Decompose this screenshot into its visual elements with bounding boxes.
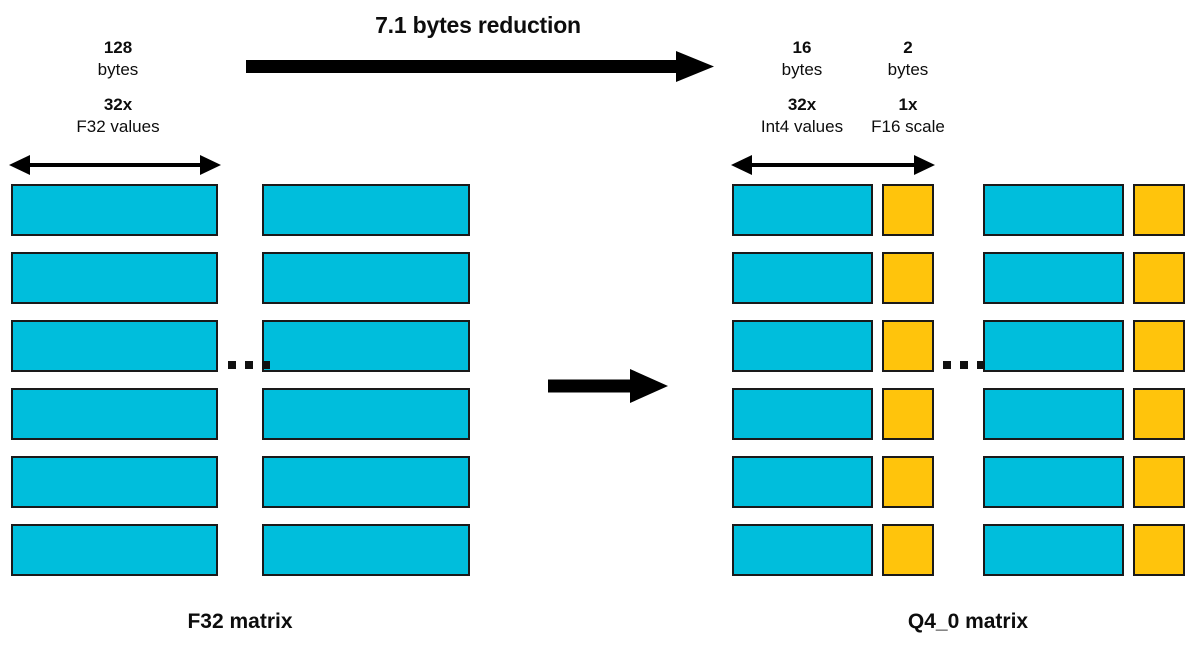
f32-block	[262, 184, 470, 236]
right-scale-count-unit: F16 scale	[871, 117, 945, 136]
f32-block	[11, 184, 218, 236]
f32-block	[262, 456, 470, 508]
right-data-count-value: 32x	[787, 95, 817, 114]
left-count-unit: F32 values	[76, 117, 160, 136]
q4-scale-block	[1133, 320, 1185, 372]
left-count-value: 32x	[103, 95, 133, 114]
f32-block	[11, 252, 218, 304]
right-matrix-label: Q4_0 matrix	[907, 610, 1029, 633]
f32-block	[11, 320, 218, 372]
q4-scale-block	[882, 252, 934, 304]
q4-data-block	[732, 388, 873, 440]
page-title: 7.1 bytes reduction	[375, 12, 581, 38]
q4-scale-block	[882, 524, 934, 576]
q4-data-block	[732, 320, 873, 372]
right-scale-size-value: 2	[903, 38, 913, 57]
q4-data-block	[983, 524, 1124, 576]
f32-block	[11, 524, 218, 576]
q4-scale-block	[882, 320, 934, 372]
ellipsis-dot	[245, 361, 253, 369]
ellipsis-dot	[977, 361, 985, 369]
right-data-size-value: 16	[792, 38, 812, 57]
q4-scale-block	[882, 388, 934, 440]
conversion-arrow-icon	[548, 369, 668, 403]
q4-scale-block	[1133, 388, 1185, 440]
q4-data-block	[732, 524, 873, 576]
q4-data-block	[732, 456, 873, 508]
reduction-arrow-icon	[246, 51, 714, 82]
right-data-size-unit: bytes	[781, 60, 823, 79]
left-matrix-label: F32 matrix	[187, 610, 293, 633]
right-scale-size-unit: bytes	[887, 60, 929, 79]
f32-block	[262, 320, 470, 372]
right-data-count-unit: Int4 values	[760, 117, 844, 136]
q4-scale-block	[1133, 456, 1185, 508]
q4-data-block	[983, 252, 1124, 304]
q4-scale-block	[882, 456, 934, 508]
f32-block	[11, 456, 218, 508]
ellipsis-dot	[228, 361, 236, 369]
q4-data-block	[732, 252, 873, 304]
ellipsis-dot	[262, 361, 270, 369]
left-size-value: 128	[103, 38, 133, 57]
q4-data-block	[983, 184, 1124, 236]
q4-scale-block	[1133, 184, 1185, 236]
q4-scale-block	[1133, 252, 1185, 304]
right-width-arrow-icon	[731, 155, 935, 175]
q4-scale-block	[882, 184, 934, 236]
f32-block	[262, 524, 470, 576]
q4-data-block	[732, 184, 873, 236]
left-ellipsis	[228, 361, 270, 369]
left-width-arrow-icon	[9, 155, 221, 175]
f32-block	[262, 388, 470, 440]
right-scale-count-value: 1x	[898, 95, 918, 114]
q4-data-block	[983, 456, 1124, 508]
ellipsis-dot	[943, 361, 951, 369]
q4-data-block	[983, 388, 1124, 440]
q4-data-block	[983, 320, 1124, 372]
f32-block	[11, 388, 218, 440]
left-size-unit: bytes	[97, 60, 139, 79]
ellipsis-dot	[960, 361, 968, 369]
q4-scale-block	[1133, 524, 1185, 576]
f32-block	[262, 252, 470, 304]
right-ellipsis	[943, 361, 985, 369]
